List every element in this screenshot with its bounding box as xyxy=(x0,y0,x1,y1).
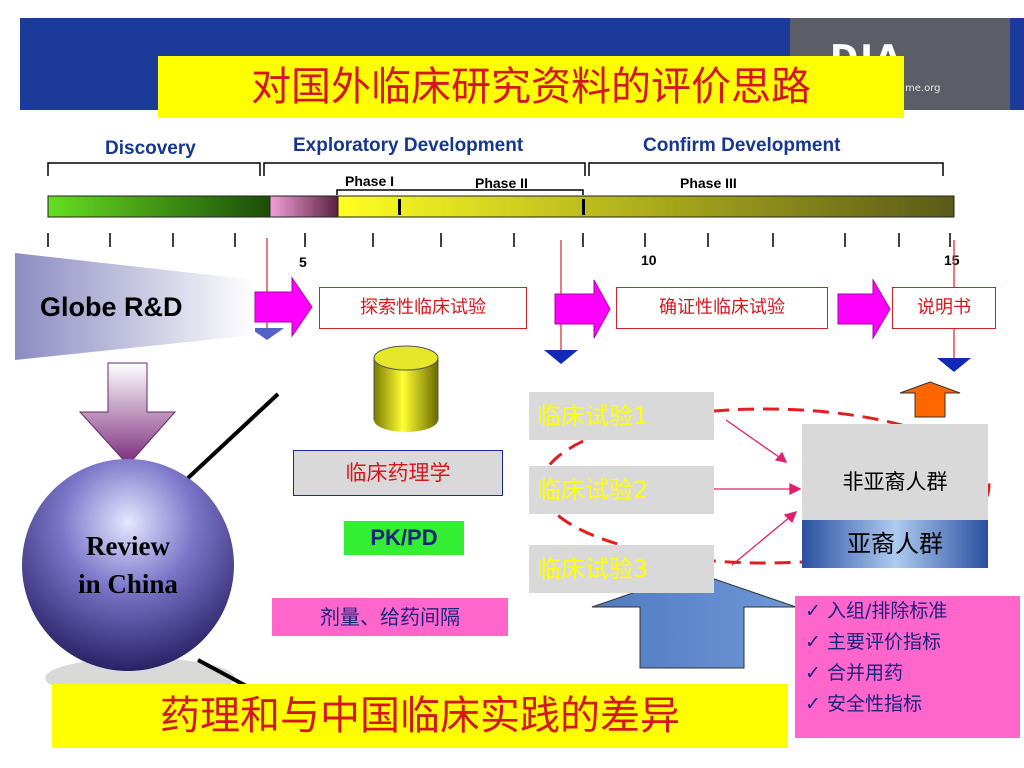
bar-phase-1 xyxy=(269,195,339,218)
trial-connectors xyxy=(714,419,802,566)
review-sphere xyxy=(22,459,234,671)
tick-label-10: 10 xyxy=(641,252,657,268)
criteria-item: ✓ 安全性指标 xyxy=(805,693,922,715)
evaluation-criteria-list: ✓ 入组/排除标准 ✓ 主要评价指标 ✓ 合并用药 ✓ 安全性指标 xyxy=(795,596,1020,738)
check-icon: ✓ xyxy=(805,600,827,622)
globe-rd-label: Globe R&D xyxy=(40,292,183,322)
review-line-1: Review xyxy=(86,531,170,561)
tick-label-15: 15 xyxy=(944,252,960,268)
dose-interval-box: 剂量、给药间隔 xyxy=(272,598,508,636)
clinical-trial-1: 临床试验1 xyxy=(529,392,714,440)
section-exploratory: Exploratory Development xyxy=(293,135,524,156)
clinical-trial-3: 临床试验3 xyxy=(529,545,714,593)
flow-arrows xyxy=(254,276,891,340)
label-box: 说明书 xyxy=(892,287,996,329)
bar-discovery xyxy=(47,195,271,218)
section-brackets xyxy=(47,162,944,195)
section-confirm: Confirm Development xyxy=(643,135,841,156)
orange-up-arrow xyxy=(899,381,961,418)
bar-phase-2-3 xyxy=(337,195,955,218)
tick-label-5: 5 xyxy=(299,254,307,270)
page-title: 对国外临床研究资料的评价思路 xyxy=(158,56,904,118)
down-arrow xyxy=(78,362,177,466)
criteria-item: ✓ 合并用药 xyxy=(805,662,903,684)
asian-population-box: 亚裔人群 xyxy=(802,520,988,568)
review-line-2: in China xyxy=(78,569,178,599)
check-icon: ✓ xyxy=(805,693,827,715)
exploratory-trial-box: 探索性临床试验 xyxy=(319,287,527,329)
check-icon: ✓ xyxy=(805,662,827,684)
timeline-ticks xyxy=(47,233,951,247)
check-icon: ✓ xyxy=(805,631,827,653)
phase-1-label: Phase I xyxy=(345,173,395,189)
bottom-banner: 药理和与中国临床实践的差异 xyxy=(52,684,788,748)
section-discovery: Discovery xyxy=(105,138,196,159)
criteria-item: ✓ 主要评价指标 xyxy=(805,631,941,653)
confirmatory-trial-box: 确证性临床试验 xyxy=(616,287,828,329)
non-asian-population-box: 非亚裔人群 xyxy=(802,424,988,520)
logo-subtext: me.org xyxy=(905,83,941,94)
pharmacology-cylinder xyxy=(373,345,439,432)
criteria-item: ✓ 入组/排除标准 xyxy=(805,600,948,622)
globe-rd-shape xyxy=(15,253,255,360)
phase-3-label: Phase III xyxy=(680,175,737,191)
clinical-pharmacology-box: 临床药理学 xyxy=(293,450,503,496)
pkpd-badge: PK/PD xyxy=(344,521,464,555)
phase-2-label: Phase II xyxy=(475,175,528,191)
clinical-trial-2: 临床试验2 xyxy=(529,466,714,514)
blue-up-arrow xyxy=(591,571,797,669)
